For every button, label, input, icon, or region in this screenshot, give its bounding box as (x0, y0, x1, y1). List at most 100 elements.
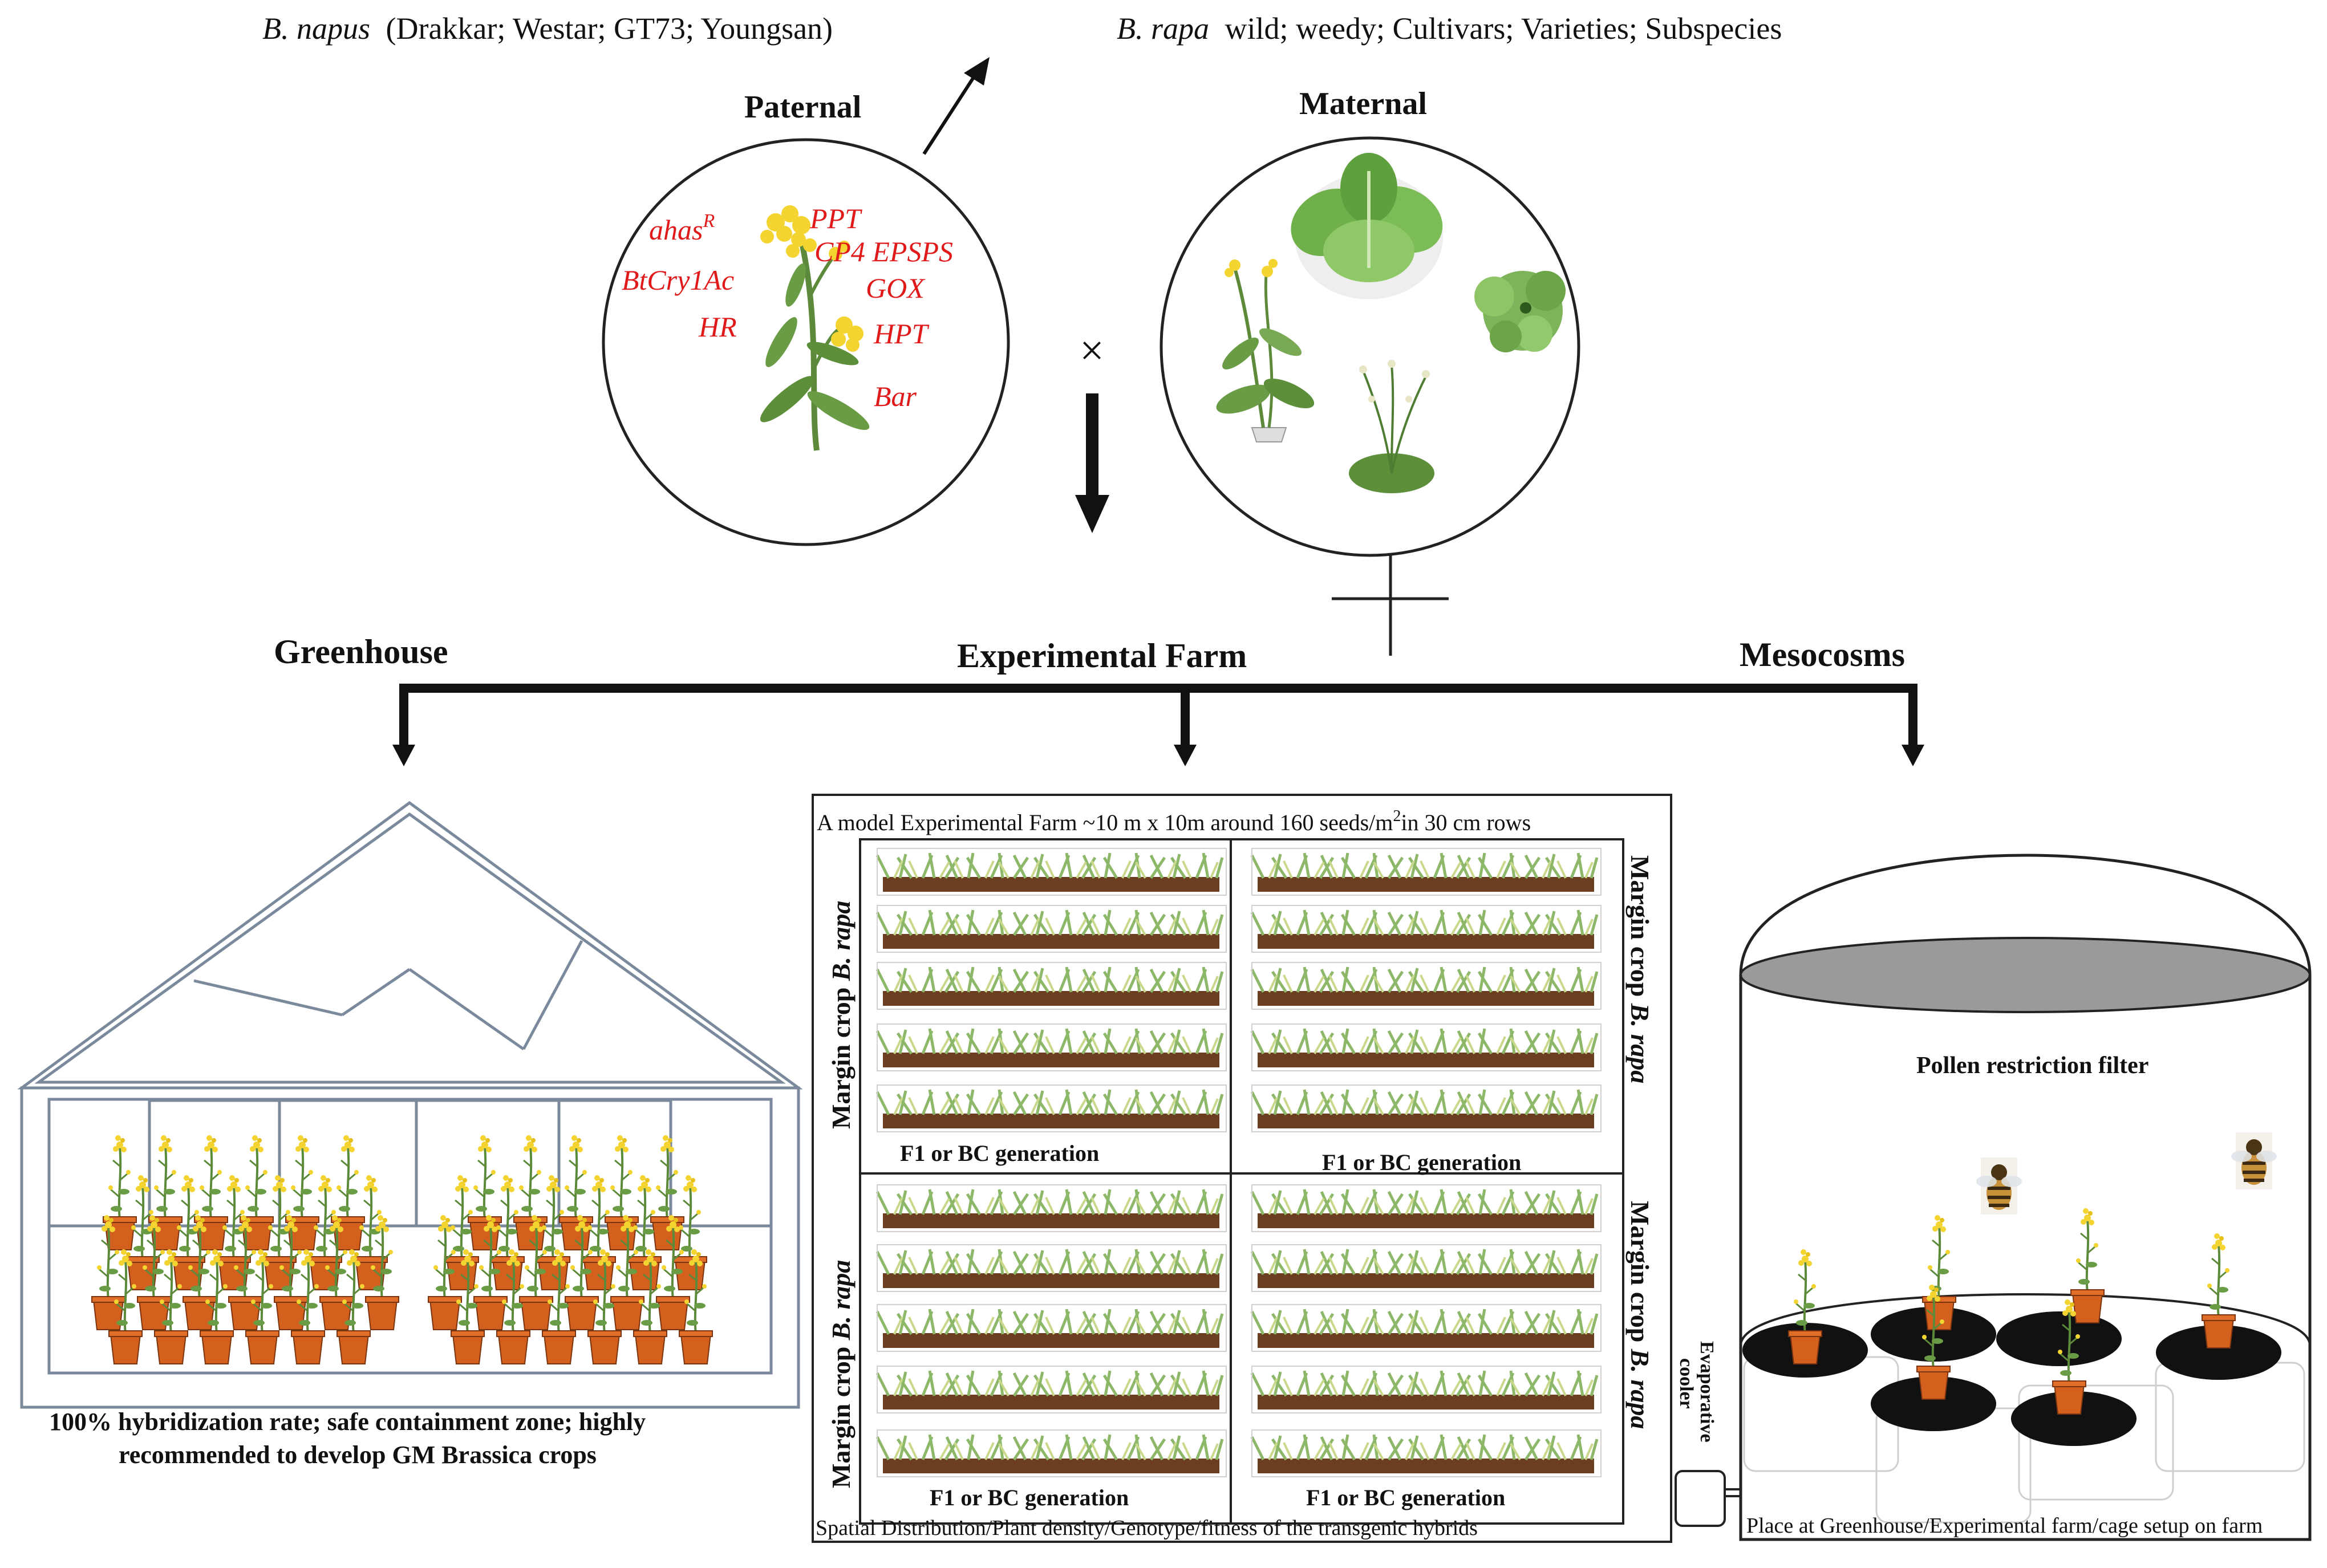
margin-label-top-left: Margin crop B. rapa (826, 901, 856, 1129)
napus-heading: B. napus (Drakkar; Westar; GT73; Youngsa… (262, 11, 833, 46)
greenhouse-pot (245, 1330, 279, 1364)
greenhouse-pot (365, 1296, 399, 1330)
mesocosm-plant (1793, 1248, 1817, 1335)
greenhouse-pot (542, 1330, 576, 1364)
mesocosm-caption: Place at Greenhouse/Experimental farm/ca… (1746, 1514, 2263, 1538)
mulch-disc (1871, 1376, 1996, 1431)
cross-down-arrow (1075, 393, 1109, 533)
greenhouse-pot (587, 1330, 622, 1364)
greenhouse-plant (107, 1134, 132, 1221)
mesocosm-pot (2070, 1289, 2105, 1323)
greenhouse-plant (472, 1134, 497, 1221)
napus-cultivars: (Drakkar; Westar; GT73; Youngsan) (386, 11, 833, 46)
greenhouse-caption-line2: recommended to develop GM Brassica crops (119, 1441, 597, 1469)
margin-label-bottom-left: Margin crop B. rapa (826, 1260, 856, 1488)
mesocosm-pot (2052, 1380, 2086, 1415)
greenhouse-pot (451, 1330, 485, 1364)
mesocosm-plant (2206, 1232, 2231, 1319)
branch-greenhouse-label: Greenhouse (274, 633, 448, 671)
greenhouse-plant (198, 1134, 223, 1221)
greenhouse-plant (153, 1134, 177, 1221)
distribution-bracket (392, 684, 1924, 766)
greenhouse-potted-plants (91, 1134, 713, 1364)
gene-bar: Bar (874, 380, 917, 412)
mesocosm-pot (1788, 1330, 1822, 1364)
greenhouse-plant (563, 1134, 588, 1221)
maternal-title: Maternal (1299, 86, 1427, 121)
greenhouse-pot (513, 1216, 548, 1250)
mesocosm-pot (2202, 1314, 2236, 1348)
rapa-types: wild; weedy; Cultivars; Varieties; Subsp… (1225, 11, 1782, 46)
paternal-title: Paternal (744, 90, 861, 125)
greenhouse-pot (650, 1216, 684, 1250)
branch-farm-label: Experimental Farm (957, 637, 1247, 675)
bee-icon (1976, 1157, 2022, 1214)
female-symbol (1332, 555, 1449, 656)
greenhouse-pot (468, 1216, 502, 1250)
greenhouse-pot (154, 1330, 188, 1364)
greenhouse-plant (655, 1134, 679, 1221)
bee-icon-2 (2231, 1132, 2277, 1189)
cooler-label-line2: cooler (1676, 1358, 1697, 1409)
gene-hpt: HPT (873, 318, 930, 350)
male-symbol-arrow (922, 57, 990, 155)
weedy-rapa-plant (1474, 271, 1566, 352)
gene-ahas: ahasR (649, 210, 715, 246)
generation-label-top-left: F1 or BC generation (900, 1140, 1099, 1166)
transgene-labels: ahasR BtCry1Ac HR PPT CP4 EPSPS GOX HPT … (622, 202, 953, 412)
mesocosm-plant (2075, 1207, 2099, 1294)
gene-cp4-epsps: CP4 EPSPS (814, 235, 953, 267)
paternal-circle (602, 138, 1010, 546)
greenhouse-plant (335, 1134, 360, 1221)
greenhouse-structure (17, 801, 803, 1409)
mulch-disc (2156, 1325, 2281, 1380)
greenhouse-pot (559, 1216, 593, 1250)
greenhouse-plant (609, 1134, 634, 1221)
mulch-disc (2011, 1391, 2137, 1446)
greenhouse-pot (108, 1330, 143, 1364)
gene-gox: GOX (866, 272, 926, 304)
greenhouse-pot (200, 1330, 234, 1364)
cross-symbol: × (1080, 327, 1104, 375)
greenhouse-pot (679, 1330, 713, 1364)
margin-label-top-right: Margin crop B. rapa (1625, 855, 1655, 1083)
greenhouse-plant (518, 1134, 542, 1221)
mesocosm-pot (1916, 1366, 1951, 1400)
farm-grid (859, 838, 1624, 1525)
evaporative-cooler (1675, 1470, 1741, 1527)
branch-mesocosms-label: Mesocosms (1740, 636, 1905, 673)
generation-label-bottom-right: F1 or BC generation (1306, 1485, 1505, 1510)
greenhouse-pot (291, 1330, 325, 1364)
farm-header: A model Experimental Farm ~10 m x 10m ar… (817, 807, 1531, 835)
margin-label-bottom-right: Margin crop B. rapa (1625, 1201, 1655, 1429)
generation-label-top-right: F1 or BC generation (1322, 1149, 1521, 1175)
greenhouse-plant (290, 1134, 314, 1221)
greenhouse-caption-line1: 100% hybridization rate; safe containmen… (49, 1408, 646, 1436)
greenhouse-plant (244, 1134, 269, 1221)
greenhouse-pot (337, 1330, 371, 1364)
rapa-heading: B. rapa wild; weedy; Cultivars; Varietie… (1117, 11, 1782, 46)
mesocosm-potted-plants (1742, 1207, 2281, 1446)
greenhouse-pot (605, 1216, 639, 1250)
gene-btcry1ac: BtCry1Ac (622, 264, 734, 296)
mulch-disc (1996, 1311, 2122, 1366)
greenhouse-pot (496, 1330, 530, 1364)
flowering-rapa-plant (1216, 259, 1315, 442)
mesocosm-cage (1739, 854, 2312, 1541)
farm-header-superscript: 2 (1393, 807, 1401, 825)
pollen-filter-label: Pollen restriction filter (1916, 1053, 2148, 1079)
cooler-label-line1: Evaporative (1696, 1341, 1717, 1443)
wild-rapa-plant (1349, 360, 1434, 493)
gene-ahas-superscript: R (702, 210, 715, 231)
napus-species: B. napus (262, 11, 370, 46)
gene-ppt: PPT (809, 202, 862, 234)
maternal-circle (1160, 136, 1580, 557)
generation-label-bottom-left: F1 or BC generation (930, 1485, 1129, 1510)
gene-hr: HR (698, 311, 737, 343)
bok-choy-plant (1291, 153, 1443, 299)
farm-footer: Spatial Distribution/Plant density/Genot… (816, 1516, 1478, 1540)
rapa-species: B. rapa (1117, 11, 1209, 46)
rapeseed-plant (760, 205, 870, 451)
greenhouse-pot (633, 1330, 667, 1364)
